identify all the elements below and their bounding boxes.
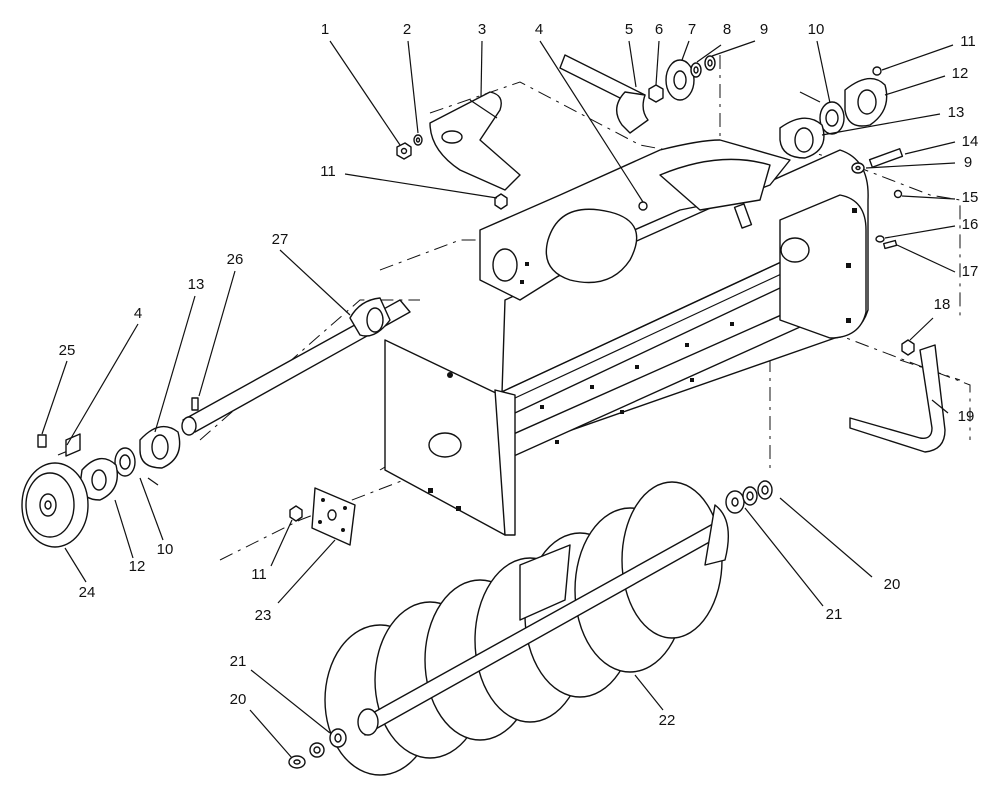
washer-part-8 xyxy=(690,62,702,78)
callout-4-left: 4 xyxy=(134,305,142,322)
callout-3: 3 xyxy=(478,21,486,38)
nut-part-11-center xyxy=(494,193,508,210)
flange-part-12-left xyxy=(79,457,118,501)
auger-shaft-part-27 xyxy=(181,297,411,436)
bolt-part-4-left xyxy=(57,433,81,457)
skid-bracket-part-19 xyxy=(849,344,946,453)
pulley-part-24 xyxy=(21,462,89,548)
washer-part-16 xyxy=(875,235,885,243)
washer-part-9-lower xyxy=(851,162,865,174)
callout-26: 26 xyxy=(227,251,244,268)
callout-12-right: 12 xyxy=(952,65,969,82)
callout-25: 25 xyxy=(59,342,76,359)
nut-part-6 xyxy=(648,84,664,103)
callout-6: 6 xyxy=(655,21,663,38)
callout-11-top-right: 11 xyxy=(960,33,976,50)
pin-part-14 xyxy=(868,148,904,168)
callout-20-right: 20 xyxy=(884,576,901,593)
callout-15: 15 xyxy=(962,189,979,206)
sprocket-part-7 xyxy=(665,59,695,101)
deflector-part-3 xyxy=(429,91,521,191)
callout-labels: 1 2 3 4 5 6 7 8 9 10 11 12 13 14 9 15 16… xyxy=(59,21,979,729)
callout-4-top: 4 xyxy=(535,21,543,38)
auger-part-22 xyxy=(324,481,729,776)
nut-part-11-lower xyxy=(289,505,303,522)
bearing-part-10-left xyxy=(114,447,159,486)
washer-part-9-upper xyxy=(704,55,716,71)
flange-part-12-right xyxy=(844,77,888,127)
nut-part-15 xyxy=(893,189,903,199)
callout-9-lower: 9 xyxy=(964,154,972,171)
callout-9-top: 9 xyxy=(760,21,768,38)
callout-11-center: 11 xyxy=(320,163,336,180)
bolt-part-1 xyxy=(396,142,412,160)
callout-18: 18 xyxy=(934,296,951,313)
callout-27: 27 xyxy=(272,231,289,248)
callout-8: 8 xyxy=(723,21,731,38)
set-screw-part-25 xyxy=(37,434,47,448)
callout-20-left: 20 xyxy=(230,691,247,708)
callout-13-right: 13 xyxy=(948,104,965,121)
callout-19: 19 xyxy=(958,408,975,425)
auger-housing xyxy=(384,139,869,536)
callout-10-right: 10 xyxy=(808,21,825,38)
leader-lines xyxy=(41,40,956,759)
bearing-part-10-right xyxy=(799,91,845,135)
nut-part-18 xyxy=(901,339,915,356)
drive-chain-part-5 xyxy=(559,54,649,134)
callout-12-left: 12 xyxy=(129,558,146,575)
callout-5: 5 xyxy=(625,21,633,38)
callout-17: 17 xyxy=(962,263,979,280)
bolt-part-4-center xyxy=(638,201,648,211)
callout-13-left: 13 xyxy=(188,276,205,293)
bolt-part-17 xyxy=(882,239,898,250)
callout-21-right: 21 xyxy=(826,606,843,623)
flange-part-13-left xyxy=(139,425,181,469)
callout-1: 1 xyxy=(321,21,329,38)
nut-part-11-upper-right xyxy=(872,66,882,76)
key-part-26 xyxy=(191,397,199,411)
callout-10-left: 10 xyxy=(157,541,174,558)
callout-11-lower: 11 xyxy=(251,566,267,583)
bearing-plate-part-23 xyxy=(311,487,356,546)
washers-part-20-21-left xyxy=(288,728,347,769)
washer-part-2 xyxy=(413,134,423,146)
callout-24: 24 xyxy=(79,584,96,601)
callout-16: 16 xyxy=(962,216,979,233)
callout-14: 14 xyxy=(962,133,979,150)
callout-22: 22 xyxy=(659,712,676,729)
callout-21-left: 21 xyxy=(230,653,247,670)
callout-7: 7 xyxy=(688,21,696,38)
callout-23: 23 xyxy=(255,607,272,624)
flange-part-13-right xyxy=(779,117,825,159)
callout-2: 2 xyxy=(403,21,411,38)
washers-part-20-21-right xyxy=(725,480,773,514)
